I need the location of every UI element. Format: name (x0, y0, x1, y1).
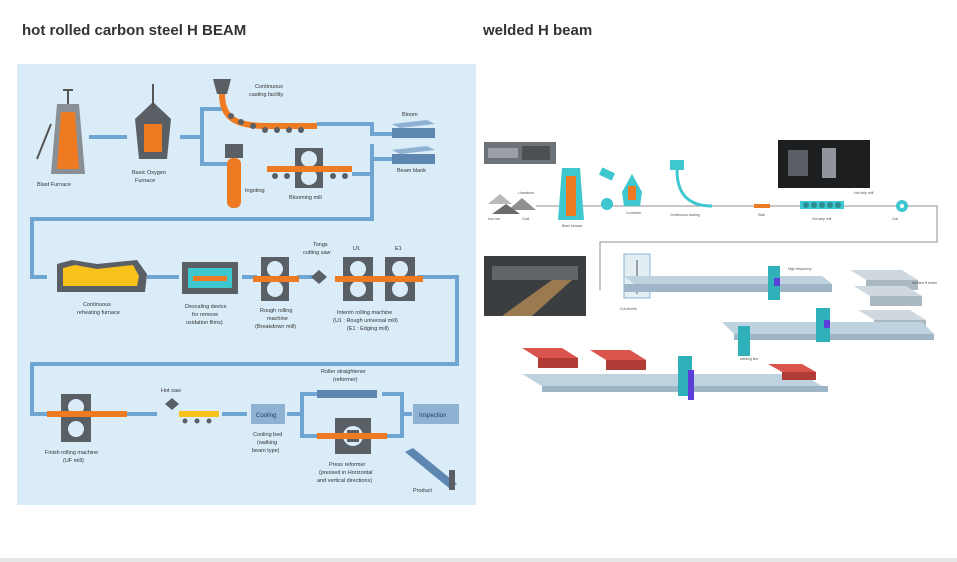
rough-label-2: machine (267, 316, 288, 322)
cooling-bed-label-3: beam type) (252, 448, 280, 454)
finished-beams-stack: Welded H beam (850, 270, 937, 330)
interim-label-2: (U1 : Rough universal mill) (333, 318, 398, 324)
welding-caption-1: High frequency (788, 267, 812, 271)
blooming-mill-label: Blooming mill (289, 195, 322, 201)
inspection-box: Inspection (413, 404, 459, 424)
reheating-furnace-icon: Continuous reheating furnace (57, 260, 147, 316)
tongs-label-1: Tongs (313, 242, 328, 248)
interim-rolling-machine-icon: U1 E1 Interim rolling machine (U1 : Roug… (333, 246, 423, 332)
plant-photo-top-right: Hot strip mill (778, 140, 873, 195)
hot-strip-label: Hot strip mill (812, 217, 831, 221)
reheat-label-1: Continuous (83, 302, 111, 308)
product-label: Product (413, 488, 432, 494)
descaling-device-icon: Descaling device for remove oxidation fi… (182, 262, 238, 326)
ccm-label-2: casting facility (249, 92, 283, 98)
bloom-label: Bloom (402, 112, 418, 118)
hot-strip-mill-icon: Hot strip mill (800, 201, 844, 221)
press-reformer-icon: Press reformer (pressed in Horizontal an… (317, 418, 387, 484)
bloom-icon: Bloom (392, 112, 435, 138)
raw-materials-icon: Limestone Iron ore Coal (488, 191, 536, 221)
conveyor-middle: welding line (722, 308, 934, 361)
blooming-mill-icon: Blooming mill (267, 148, 352, 201)
left-title: hot rolled carbon steel H BEAM (22, 22, 247, 39)
welded-ccm-icon: Continuous casting (670, 160, 713, 217)
cooling-bed-label-2: (walking (257, 440, 277, 446)
slab-label: Slab (758, 213, 765, 217)
e1-label: E1 (395, 246, 402, 252)
ladle-icon (598, 167, 616, 210)
hot-rolled-flow-svg: Blast Furnace Basic Oxygen Furnace Conti… (30, 79, 459, 494)
beam-blank-label: Beam blank (397, 168, 426, 174)
converter-icon: Converter (622, 174, 642, 215)
press-label-1: Press reformer (329, 462, 366, 468)
roller-label-1: Roller straightener (321, 369, 366, 375)
raw-label-3: Coal (522, 217, 529, 221)
welding-caption-2: welding line (740, 357, 758, 361)
plant-photo-top-left (484, 142, 556, 164)
blast-furnace-icon: Blast Furnace (36, 89, 85, 188)
ingoting-label: Ingoting (245, 188, 265, 194)
photo-caption: Hot strip mill (854, 191, 873, 195)
coil-icon: Coil (892, 200, 908, 221)
bof-label-2: Furnace (135, 178, 155, 184)
welded-blast-label: Blast furnace (562, 224, 582, 228)
rough-rolling-machine-icon: Rough rolling machine (Breakdown mill) (253, 257, 299, 330)
blast-furnace-label: Blast Furnace (37, 182, 71, 188)
basic-oxygen-furnace-icon: Basic Oxygen Furnace (132, 84, 171, 184)
inspection-label: Inspection (419, 413, 446, 419)
tongs-cutting-saw-icon: Tongs cutting saw (303, 242, 331, 284)
slab-icon: Slab (754, 204, 770, 217)
rough-label-1: Rough rolling (260, 308, 292, 314)
hot-rolled-process-diagram: Blast Furnace Basic Oxygen Furnace Conti… (17, 64, 476, 505)
welded-blast-furnace-icon: Blast furnace (558, 168, 584, 228)
press-label-2: (pressed in Horizontal (319, 470, 373, 476)
hot-saw-icon: Hot saw (161, 388, 219, 424)
coil-label: Coil (892, 217, 898, 221)
reheat-label-2: reheating furnace (77, 310, 120, 316)
bof-label-1: Basic Oxygen (132, 170, 166, 176)
interim-label-1: Interim rolling machine (337, 310, 392, 316)
welding-station-upper: High frequency (768, 266, 812, 300)
welded-ccm-label: Continuous casting (670, 213, 700, 217)
plates-stack: Flange / web (522, 348, 646, 383)
roller-label-2: (reformer) (333, 377, 358, 383)
conveyor-upper (624, 276, 832, 292)
cooling-bed-label-1: Cooling bed (253, 432, 282, 438)
finish-label-1: Finish rolling machine (45, 450, 98, 456)
welded-flow-svg: Limestone Iron ore Coal Blast furnace Co… (484, 140, 938, 400)
finish-rolling-machine-icon: Finish rolling machine (UF mill) (45, 394, 127, 464)
h-beam-product-icon: Product (405, 448, 457, 494)
raw-label-1: Limestone (518, 191, 534, 195)
u1-label: U1 (353, 246, 360, 252)
plant-photo-middle (484, 256, 586, 316)
roller-straightener-icon: Roller straightener (reformer) (317, 369, 377, 398)
cooling-bed-icon: Cooling Cooling bed (walking beam type) (251, 404, 285, 454)
ingoting-icon: Ingoting (225, 144, 265, 208)
descale-label-3: oxidation films) (186, 320, 223, 326)
continuous-casting-icon: Continuous casting facility (213, 79, 317, 133)
slitter-label: Cut sheets (620, 307, 637, 311)
bottom-divider (0, 558, 957, 562)
hot-saw-label: Hot saw (161, 388, 181, 394)
welded-product-label: Welded H beam (912, 281, 937, 285)
ccm-label-1: Continuous (255, 84, 283, 90)
beam-blank-icon: Beam blank (392, 146, 435, 174)
tongs-label-2: cutting saw (303, 250, 331, 256)
welded-process-diagram: Limestone Iron ore Coal Blast furnace Co… (482, 64, 942, 505)
interim-label-3: (E1 : Edging mill) (347, 326, 389, 332)
press-label-3: and vertical directions) (317, 478, 372, 484)
right-title: welded H beam (483, 22, 593, 39)
conveyor-lower (522, 356, 828, 400)
flow-lines (30, 107, 459, 438)
descale-label-2: for remove (192, 312, 218, 318)
converter-label: Converter (626, 211, 642, 215)
cooling-label: Cooling (256, 413, 276, 419)
descale-label-1: Descaling device (185, 304, 227, 310)
finish-label-2: (UF mill) (63, 458, 84, 464)
raw-label-2: Iron ore (488, 217, 500, 221)
rough-label-3: (Breakdown mill) (255, 324, 296, 330)
